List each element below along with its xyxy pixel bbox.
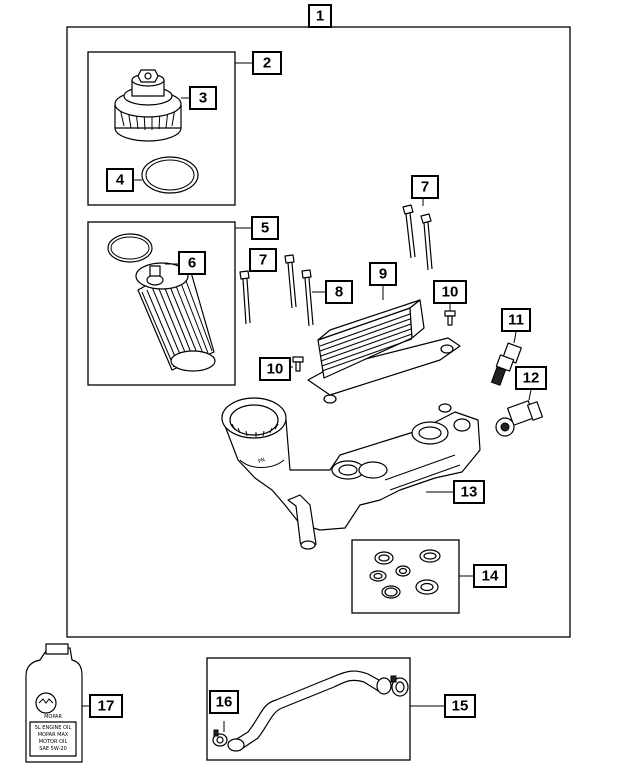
callout-11[interactable]: 11 xyxy=(501,308,531,332)
svg-text:6: 6 xyxy=(188,255,196,272)
svg-text:7: 7 xyxy=(259,252,267,269)
bolt-short-2[interactable] xyxy=(284,254,297,309)
svg-text:PN: PN xyxy=(257,457,266,465)
callout-15[interactable]: 15 xyxy=(444,694,476,718)
svg-text:3: 3 xyxy=(199,90,207,107)
oil-filter-element[interactable] xyxy=(135,261,216,372)
svg-text:2: 2 xyxy=(263,55,271,72)
svg-text:5: 5 xyxy=(261,220,269,237)
svg-text:15: 15 xyxy=(452,698,469,715)
svg-text:4: 4 xyxy=(116,172,125,189)
svg-text:13: 13 xyxy=(461,484,478,501)
callout-17[interactable]: 17 xyxy=(89,694,123,718)
callout-13[interactable]: 13 xyxy=(453,480,485,504)
oil-hose[interactable] xyxy=(227,670,392,752)
bolt-long-2[interactable] xyxy=(420,213,433,271)
bolt-long-1[interactable] xyxy=(402,204,416,259)
bolt-short-1[interactable] xyxy=(239,270,251,325)
svg-text:9: 9 xyxy=(379,266,387,283)
callout-3[interactable]: 3 xyxy=(189,86,217,110)
filter-o-ring[interactable] xyxy=(107,233,153,263)
bottle-label-line-1: 5L ENGINE OIL xyxy=(35,725,72,731)
callout-5[interactable]: 5 xyxy=(251,216,279,240)
callout-10-left[interactable]: 10 xyxy=(259,357,291,381)
svg-text:14: 14 xyxy=(482,568,499,585)
svg-text:17: 17 xyxy=(98,698,115,715)
cap-o-ring[interactable] xyxy=(141,156,199,194)
bottle-label-line-4: SAE 5W-20 xyxy=(39,746,67,752)
svg-text:7: 7 xyxy=(421,179,429,196)
callout-10-right[interactable]: 10 xyxy=(433,280,467,304)
callout-1[interactable]: 1 xyxy=(308,4,332,28)
oil-pressure-sensor[interactable] xyxy=(490,342,522,386)
svg-text:1: 1 xyxy=(316,8,324,25)
callout-9[interactable]: 9 xyxy=(369,262,397,286)
callout-6[interactable]: 6 xyxy=(178,251,206,275)
callout-8[interactable]: 8 xyxy=(325,280,353,304)
bottle-brand: MOPAR xyxy=(44,714,62,720)
oil-cooler[interactable] xyxy=(307,299,461,404)
engine-oil-bottle[interactable] xyxy=(25,643,83,763)
cap-kit-frame xyxy=(87,51,236,206)
filter-kit-frame xyxy=(87,221,236,386)
callout-4[interactable]: 4 xyxy=(106,168,134,192)
screw-2[interactable] xyxy=(292,356,304,372)
svg-text:12: 12 xyxy=(523,370,540,387)
hose-clamp-2[interactable] xyxy=(390,675,409,697)
oil-filter-housing[interactable]: PN xyxy=(221,397,481,550)
screw-1[interactable] xyxy=(444,310,456,326)
svg-text:10: 10 xyxy=(267,361,284,378)
hose-clamp-1[interactable] xyxy=(212,729,228,747)
oil-filter-cap[interactable] xyxy=(114,69,182,142)
seal-kit[interactable] xyxy=(369,549,441,599)
callout-14[interactable]: 14 xyxy=(473,564,507,588)
svg-text:11: 11 xyxy=(508,312,524,329)
svg-text:10: 10 xyxy=(442,284,459,301)
bottle-label-line-3: MOTOR OIL xyxy=(39,739,68,745)
callout-12[interactable]: 12 xyxy=(515,366,547,390)
hose-frame xyxy=(206,657,411,761)
callout-2[interactable]: 2 xyxy=(252,51,282,75)
oil-temperature-sensor[interactable] xyxy=(495,400,544,437)
bottle-label-line-2: MOPAR MAX xyxy=(38,732,69,738)
svg-text:16: 16 xyxy=(216,694,233,711)
callout-7-upper[interactable]: 7 xyxy=(411,175,439,199)
callout-7-lower[interactable]: 7 xyxy=(249,248,277,272)
svg-text:8: 8 xyxy=(335,284,343,301)
bolt-medium[interactable] xyxy=(301,269,314,327)
callout-16[interactable]: 16 xyxy=(209,690,239,714)
seal-kit-frame xyxy=(351,539,460,614)
